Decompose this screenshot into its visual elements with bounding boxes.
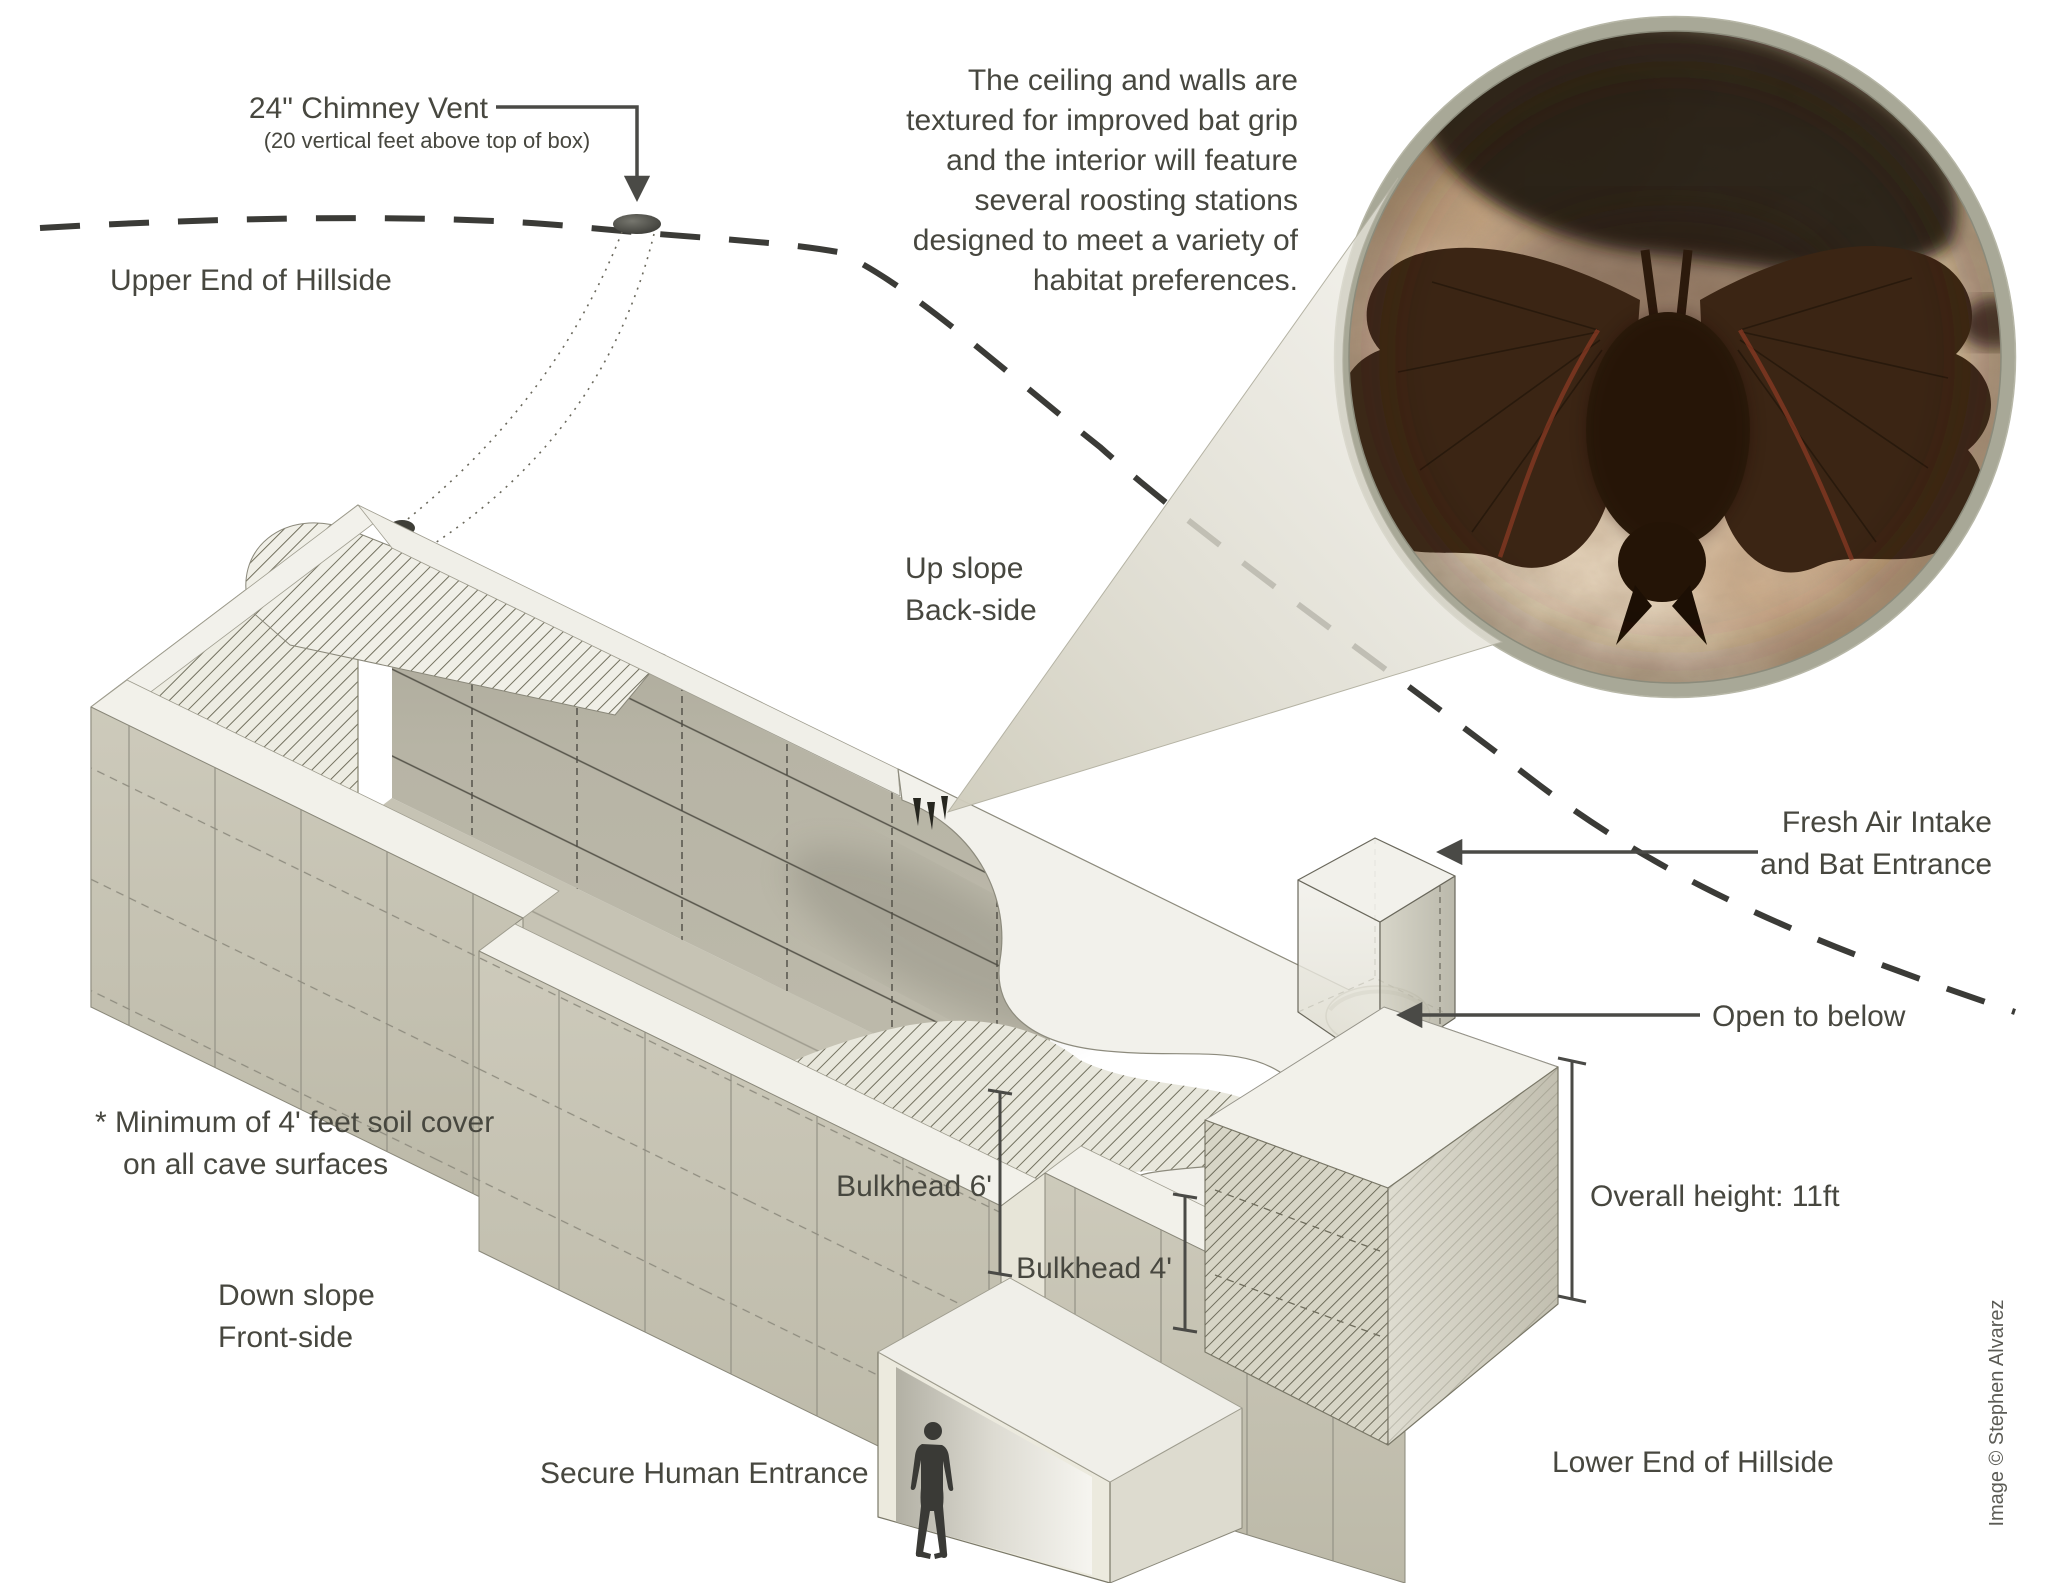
photo-credit: Image © Stephen Alvarez	[1986, 1299, 2008, 1526]
human-silhouette	[910, 1422, 954, 1559]
intro-line: designed to meet a variety of	[913, 224, 1299, 257]
bulkhead6-dimension	[987, 1088, 1013, 1278]
bat-left-wing	[1349, 247, 1640, 568]
intro-text-block: The ceiling and walls are textured for i…	[906, 64, 1299, 297]
tiny-hanging-bats	[913, 796, 948, 830]
intro-line: several roosting stations	[975, 184, 1299, 217]
block-hatch	[1205, 1120, 1388, 1445]
text-labels: 24" Chimney Vent (20 vertical feet above…	[95, 64, 2008, 1527]
bat-body-shade	[1586, 312, 1750, 548]
chimney-vent-leader	[496, 105, 651, 202]
secure-entrance-label: Secure Human Entrance	[540, 1457, 869, 1490]
bulkhead4-label: Bulkhead 4'	[1016, 1252, 1172, 1285]
annotation-lines	[1396, 838, 1758, 1029]
up-slope-label: Up slope	[905, 552, 1023, 585]
bat-membrane-edge-left	[1497, 328, 1600, 558]
open-below-label: Open to below	[1712, 1000, 1906, 1033]
wall-a-soil-lines	[91, 707, 523, 1218]
block-right-hatch	[1388, 1067, 1558, 1445]
upper-hillside-label: Upper End of Hillside	[110, 264, 392, 297]
overall-height-dimension	[1557, 1056, 1587, 1304]
photo-ring-inner-edge	[1348, 30, 2002, 684]
front-side-label: Front-side	[218, 1321, 353, 1354]
chimney-vent-group	[403, 105, 661, 546]
bat-entrance-label: and Bat Entrance	[1760, 848, 1992, 881]
fresh-air-label: Fresh Air Intake	[1782, 806, 1992, 839]
bat-photo-inset	[1333, 15, 2017, 699]
soil-note-line2: on all cave surfaces	[123, 1148, 388, 1181]
lower-hillside-label: Lower End of Hillside	[1552, 1446, 1834, 1479]
down-slope-label: Down slope	[218, 1279, 375, 1312]
chimney-vent-label: 24" Chimney Vent	[249, 92, 489, 125]
bulkhead6-label: Bulkhead 6'	[836, 1170, 992, 1203]
back-side-label: Back-side	[905, 594, 1037, 627]
soil-note-line1: * Minimum of 4' feet soil cover	[95, 1106, 494, 1139]
chimney-vent-cap	[613, 214, 661, 234]
overall-height-label: Overall height: 11ft	[1590, 1180, 1840, 1213]
zoom-cone	[946, 177, 1504, 813]
bat-illustration	[1349, 245, 1991, 645]
right-end-block	[1204, 1006, 1559, 1446]
intro-line: habitat preferences.	[1033, 264, 1298, 297]
back-roof-band	[357, 504, 901, 797]
intro-line: and the interior will feature	[946, 144, 1298, 177]
wall-b-soil-lines	[479, 951, 1001, 1506]
dimension-lines	[987, 1056, 1587, 1334]
vestibule-top	[877, 1277, 1243, 1483]
bat-ear-right	[1672, 585, 1707, 645]
bat-left-wing-ridges	[1397, 281, 1603, 533]
block-soil-dashes	[1214, 1189, 1381, 1337]
tower-top-face	[1297, 837, 1456, 923]
bat-right-wing-ridges	[1737, 277, 1949, 543]
chimney-vent-sublabel: (20 vertical feet above top of box)	[264, 128, 591, 153]
bat-membrane-edge-right	[1738, 328, 1855, 561]
intro-line: textured for improved bat grip	[906, 104, 1298, 137]
bat-head	[1618, 522, 1706, 602]
bat-photo	[1349, 31, 2001, 683]
bat-legs	[1640, 249, 1693, 326]
entrance-vestibule	[877, 1277, 1243, 1583]
chimney-shaft-line	[403, 231, 623, 523]
ceiling-slab-hatch	[245, 522, 665, 715]
bulkhead4-dimension	[1172, 1192, 1198, 1334]
chimney-shaft-line	[431, 233, 655, 546]
bat-right-wing	[1700, 245, 1991, 573]
vestibule-opening	[896, 1367, 1092, 1575]
bat-ear-left	[1616, 585, 1652, 645]
intro-line: The ceiling and walls are	[968, 64, 1298, 97]
cave-structure	[90, 504, 1559, 1583]
